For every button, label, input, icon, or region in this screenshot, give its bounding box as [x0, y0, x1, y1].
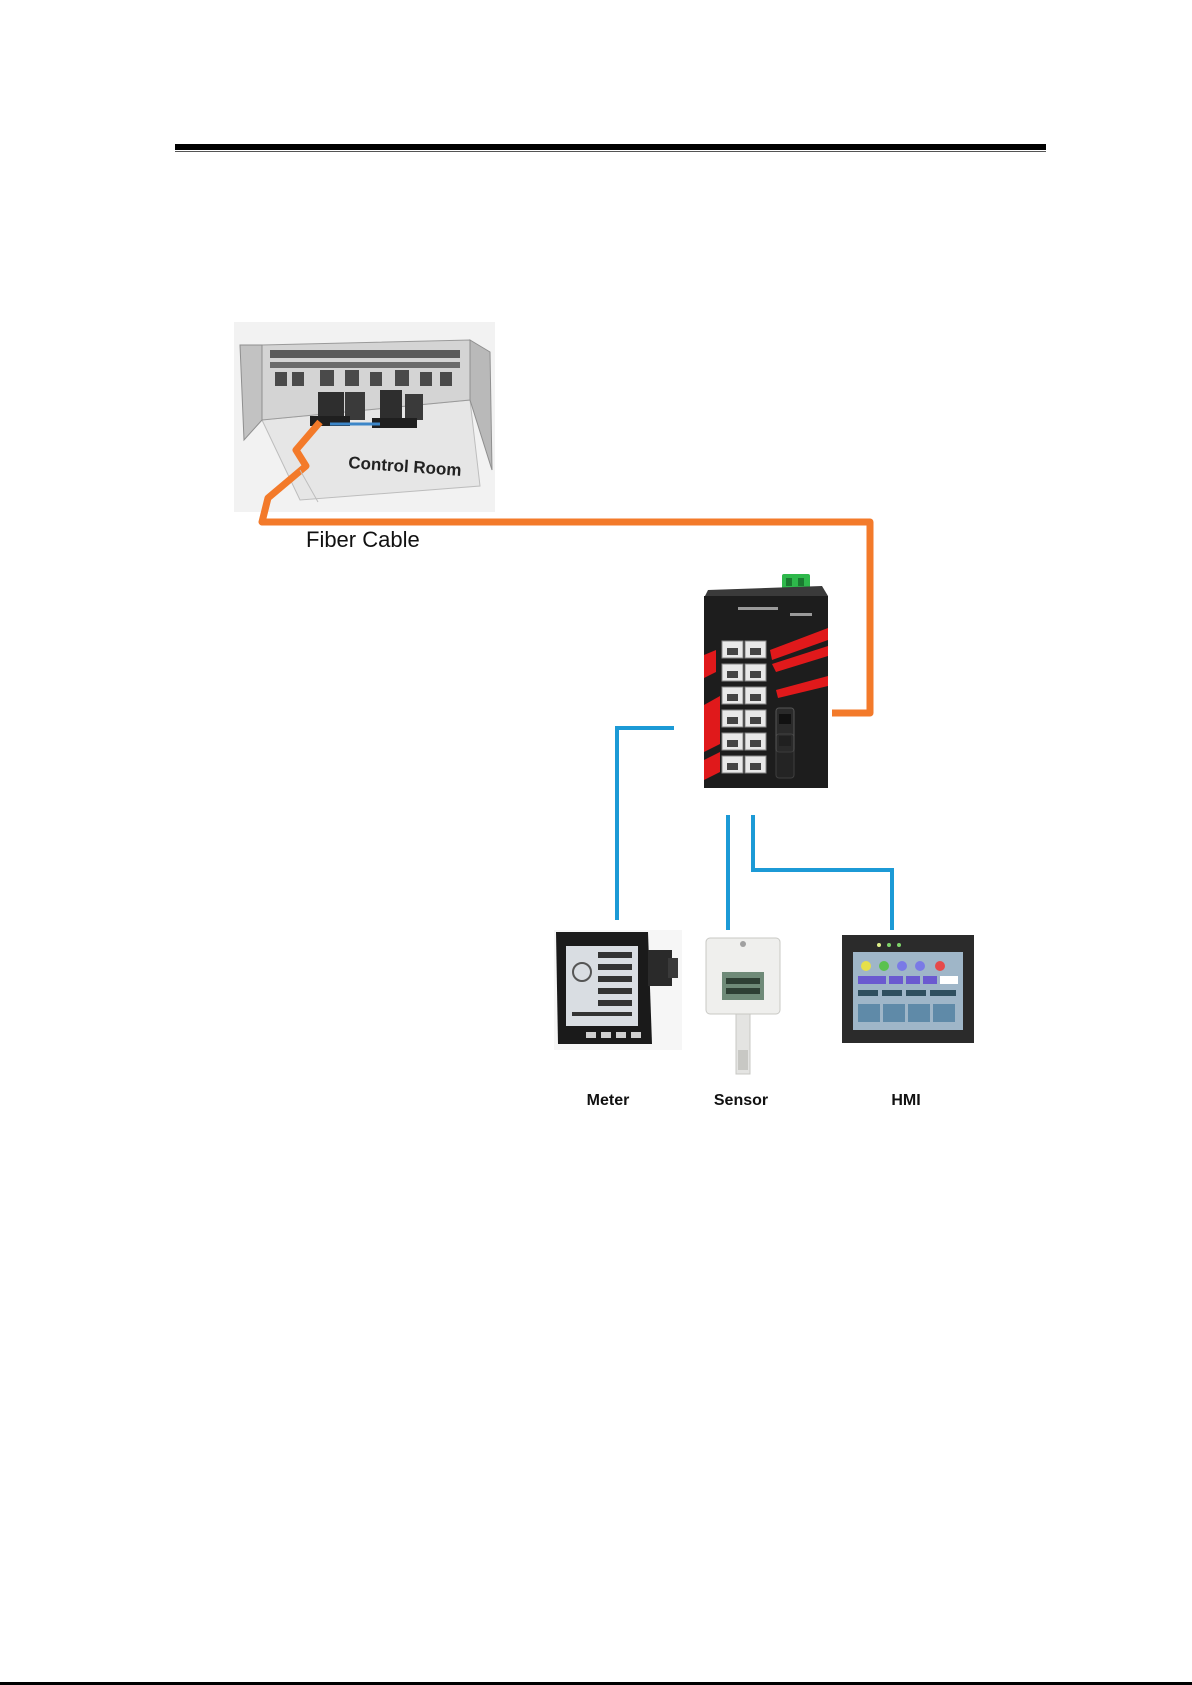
sensor-device [706, 938, 780, 1074]
sensor-display [722, 972, 764, 1000]
sensor-label: Sensor [714, 1092, 768, 1109]
switch-fiber-ports [776, 708, 794, 778]
ethernet-cable-hmi [753, 815, 892, 930]
industrial-switch [704, 574, 828, 788]
fiber-cable-label: Fiber Cable [306, 527, 420, 552]
ethernet-cable-meter [617, 728, 674, 920]
hmi-label: HMI [891, 1092, 920, 1109]
hmi-device [842, 935, 974, 1043]
control-room-illustration: Control Room [234, 322, 495, 512]
meter-device [554, 930, 682, 1050]
meter-label: Meter [587, 1092, 630, 1109]
